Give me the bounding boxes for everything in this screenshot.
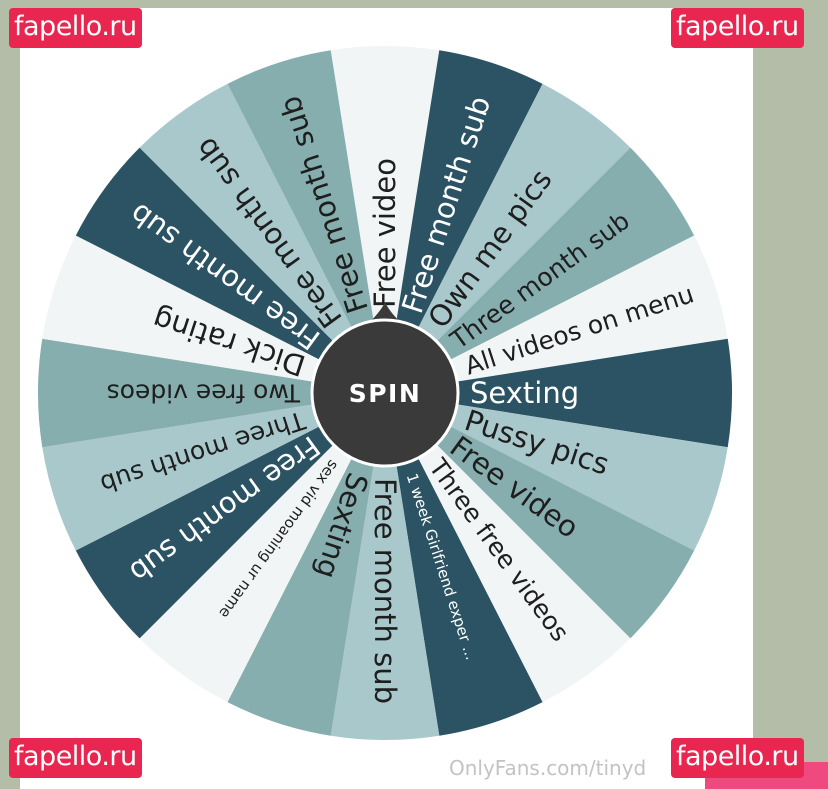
wheel-segment xyxy=(330,393,440,741)
wheel-segment xyxy=(42,393,386,551)
wheel-segment-label: Free month sub xyxy=(368,478,402,704)
wheel-segment xyxy=(385,393,631,703)
wheel-segment xyxy=(330,45,440,393)
wheel-segment xyxy=(385,83,631,393)
wheel-segment xyxy=(75,393,385,639)
spin-button[interactable] xyxy=(310,318,460,468)
wheel-segment xyxy=(385,393,543,736)
watermark-bottom-left: fapello.ru xyxy=(9,738,142,778)
wheel-segment-label: Sexting xyxy=(470,376,579,410)
spin-button-label: SPIN xyxy=(349,379,422,408)
wheel-segment-label: Free video xyxy=(368,158,402,308)
wheel-segment xyxy=(385,147,695,393)
wheel-segment xyxy=(37,338,385,448)
wheel-segment xyxy=(385,338,733,448)
wheel-segment xyxy=(385,393,695,639)
wheel-segment xyxy=(227,393,385,736)
wheel-segment xyxy=(227,50,385,394)
wheel-segment xyxy=(42,235,386,393)
wheel-segment xyxy=(385,50,543,394)
watermark-top-left: fapello.ru xyxy=(9,8,142,48)
watermark-bottom-right: fapello.ru xyxy=(671,738,804,778)
watermark-top-right: fapello.ru xyxy=(671,8,804,48)
wheel-segment xyxy=(139,393,385,703)
wheel-segment-label: Two free videos xyxy=(107,379,301,408)
wheel-segment xyxy=(139,83,385,393)
wheel-segment xyxy=(385,235,728,393)
wheel-segments xyxy=(37,45,733,741)
wheel-segment xyxy=(75,147,385,393)
footer-credit: OnlyFans.com/tinyd xyxy=(449,756,647,780)
wheel-segment xyxy=(385,393,728,551)
